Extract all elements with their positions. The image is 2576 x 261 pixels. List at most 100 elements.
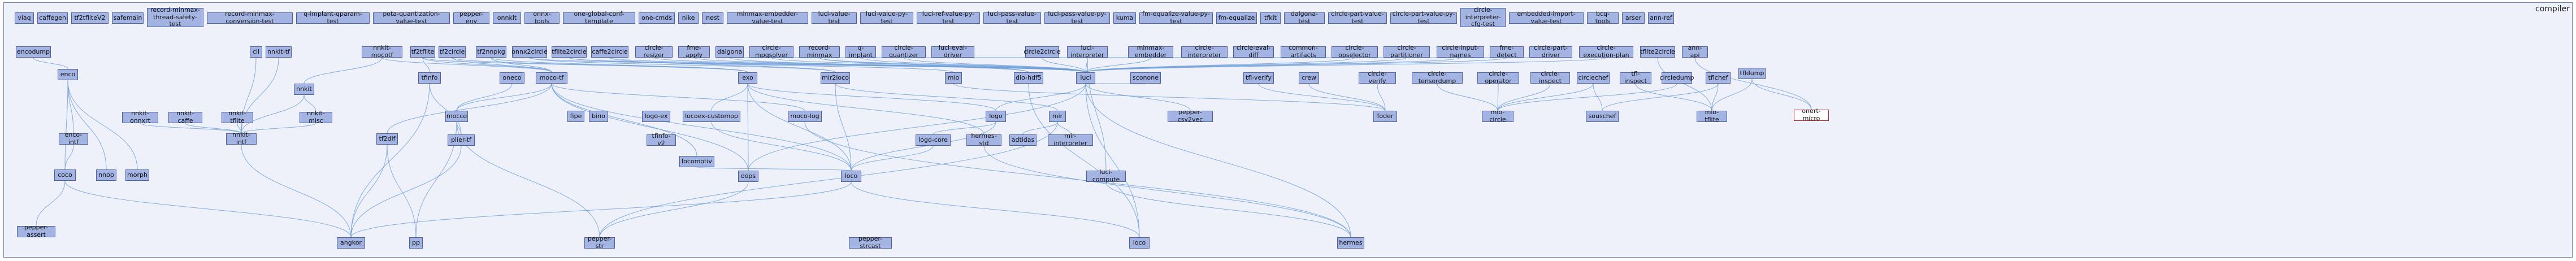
node-nnkit-tf[interactable]: nnkit-tf <box>266 46 292 58</box>
node-pota-quantization-value-test[interactable]: pota-quantization-value-test <box>373 11 450 25</box>
node-oops[interactable]: oops <box>738 171 758 182</box>
node-loco-mid[interactable]: loco <box>841 171 861 182</box>
node-onnkit[interactable]: onnkit <box>493 12 521 24</box>
node-tf2circle[interactable]: tf2circle <box>439 46 466 58</box>
node-enco-intf[interactable]: enco-intf <box>59 132 88 146</box>
node-circle-operator[interactable]: circle-operator <box>1477 71 1519 85</box>
node-angkor[interactable]: angkor <box>337 237 365 249</box>
node-circle-interpreter[interactable]: circle-interpreter <box>1181 45 1228 59</box>
node-encodump[interactable]: encodump <box>16 46 51 58</box>
node-tfinfo-v2[interactable]: tfinfo-v2 <box>647 133 676 147</box>
node-record-minmax-conversion-test[interactable]: record-minmax-conversion-test <box>207 11 293 25</box>
node-one-cmds[interactable]: one-cmds <box>639 12 675 24</box>
node-moco-log[interactable]: moco-log <box>788 111 822 122</box>
node-luci-ref-value-py-test[interactable]: luci-ref-value-py-test <box>917 11 980 25</box>
node-pepper-str[interactable]: pepper-str <box>584 236 615 250</box>
node-fipe[interactable]: fipe <box>567 111 584 122</box>
node-luci-value-test[interactable]: luci-value-test <box>812 11 857 25</box>
node-mio[interactable]: mio <box>945 72 962 84</box>
node-pepper-csv2vec[interactable]: pepper-csv2vec <box>1168 109 1213 123</box>
node-circledump[interactable]: circledump <box>1660 72 1694 84</box>
node-common-artifacts[interactable]: common-artifacts <box>1281 45 1326 59</box>
node-nnkit-misc[interactable]: nnkit-misc <box>300 110 332 124</box>
node-circlechef[interactable]: circlechef <box>1577 72 1610 84</box>
node-circle-execution-plan[interactable]: circle-execution-plan <box>1579 45 1633 59</box>
node-nike[interactable]: nike <box>678 12 699 24</box>
node-dio-hdf5[interactable]: dio-hdf5 <box>1014 72 1043 84</box>
node-pepper-env[interactable]: pepper-env <box>453 11 489 25</box>
node-mir2loco[interactable]: mir2loco <box>821 72 850 84</box>
node-souschef[interactable]: souschef <box>1586 111 1619 122</box>
node-mio-circle[interactable]: mio-circle <box>1482 109 1513 123</box>
node-circle-mpqsolver[interactable]: circle-mpqsolver <box>749 45 793 59</box>
node-mir-interpreter[interactable]: mir-interpreter <box>1048 133 1093 147</box>
node-tfldump[interactable]: tfldump <box>1738 68 1766 79</box>
node-kuma[interactable]: kuma <box>1113 12 1136 24</box>
node-luci-pass-value-test[interactable]: luci-pass-value-test <box>983 11 1041 25</box>
node-bino[interactable]: bino <box>589 111 608 122</box>
node-fm-equalize[interactable]: fm-equalize <box>1216 12 1257 24</box>
node-circle-part-value-py-test[interactable]: circle-part-value-py-test <box>1390 11 1457 25</box>
node-nnop[interactable]: nnop <box>96 169 116 181</box>
node-fme-detect[interactable]: fme-detect <box>1490 45 1524 59</box>
node-dalgona[interactable]: dalgona <box>715 46 744 58</box>
node-onert-micro[interactable]: onert-micro <box>1794 108 1829 122</box>
node-circle-quantizer[interactable]: circle-quantizer <box>882 45 926 59</box>
node-tf2tflite[interactable]: tf2tflite <box>410 46 435 58</box>
node-tf2tfliteV2[interactable]: tf2tfliteV2 <box>71 12 109 24</box>
node-luci-compute[interactable]: luci-compute <box>1086 169 1126 183</box>
node-q-implant-qparam-test[interactable]: q-implant-qparam-test <box>296 11 370 25</box>
node-caffe2circle[interactable]: caffe2circle <box>591 46 628 58</box>
node-foder[interactable]: foder <box>1373 111 1397 122</box>
node-luci-value-py-test[interactable]: luci-value-py-test <box>860 11 913 25</box>
node-coco[interactable]: coco <box>54 169 76 181</box>
node-record-minmax-thread-safety-test[interactable]: record-minmax-thread-safety-test <box>147 6 203 28</box>
node-circle-inspect[interactable]: circle-inspect <box>1530 71 1570 85</box>
node-nnkit-tflite[interactable]: nnkit-tflite <box>222 110 253 124</box>
node-circle-eval-diff[interactable]: circle-eval-diff <box>1233 45 1274 59</box>
node-locoex-customop[interactable]: locoex-customop <box>683 111 740 122</box>
node-circle-resizer[interactable]: circle-resizer <box>635 45 673 59</box>
node-circle-tensordump[interactable]: circle-tensordump <box>1412 71 1463 85</box>
node-safemain[interactable]: safemain <box>112 12 144 24</box>
node-nest[interactable]: nest <box>702 12 723 24</box>
node-sconone[interactable]: sconone <box>1130 72 1161 84</box>
node-embedded-import-value-test[interactable]: embedded-import-value-test <box>1509 11 1584 25</box>
node-pepper-assert[interactable]: pepper-assert <box>17 224 55 238</box>
node-tf2dif[interactable]: tf2dif <box>376 133 398 145</box>
node-vlaq[interactable]: vlaq <box>15 12 34 24</box>
node-circle-interpreter-cfg-test[interactable]: circle-interpreter-cfg-test <box>1460 6 1506 28</box>
node-locomotiv[interactable]: locomotiv <box>679 156 714 167</box>
node-cli[interactable]: cli <box>250 46 262 58</box>
node-mio-tflite[interactable]: mio-tflite <box>1697 109 1727 123</box>
node-caffegen[interactable]: caffegen <box>37 12 68 24</box>
node-hermes[interactable]: hermes <box>1337 237 1364 249</box>
node-tflite2circle-b[interactable]: tflite2circle <box>1640 46 1675 58</box>
node-circle-part-driver[interactable]: circle-part-driver <box>1529 45 1572 59</box>
node-tflchef[interactable]: tflchef <box>1706 72 1731 84</box>
node-q-implant[interactable]: q-implant <box>845 45 876 59</box>
node-arser[interactable]: arser <box>1622 12 1645 24</box>
node-crew[interactable]: crew <box>1299 72 1319 84</box>
node-morph[interactable]: morph <box>125 169 149 181</box>
node-moco-tf[interactable]: moco-tf <box>536 72 567 84</box>
node-tfl-inspect[interactable]: tfl-inspect <box>1620 71 1651 85</box>
node-ann-ref[interactable]: ann-ref <box>1648 12 1674 24</box>
node-adtidas[interactable]: adtidas <box>1009 134 1037 146</box>
node-circle-partitioner[interactable]: circle-partitioner <box>1384 45 1430 59</box>
node-hermes-std[interactable]: hermes-std <box>966 133 1001 147</box>
node-exo[interactable]: exo <box>738 72 757 84</box>
node-pp[interactable]: pp <box>409 237 423 249</box>
node-luci[interactable]: luci <box>1076 72 1095 84</box>
node-logo[interactable]: logo <box>986 111 1006 122</box>
node-tflite2circle-a[interactable]: tflite2circle <box>552 46 587 58</box>
node-circle-opselector[interactable]: circle-opselector <box>1332 45 1378 59</box>
node-loco[interactable]: loco <box>1129 237 1150 249</box>
node-nnkit-intf[interactable]: nnkit-intf <box>226 132 257 146</box>
node-logo-ex[interactable]: logo-ex <box>642 111 670 122</box>
node-logo-core[interactable]: logo-core <box>916 134 951 146</box>
node-nnkit[interactable]: nnkit <box>294 84 314 95</box>
node-circle2circle[interactable]: circle2circle <box>1024 46 1061 58</box>
node-dalgona-test[interactable]: dalgona-test <box>1284 11 1325 25</box>
node-tf2nnpkg[interactable]: tf2nnpkg <box>476 46 506 58</box>
